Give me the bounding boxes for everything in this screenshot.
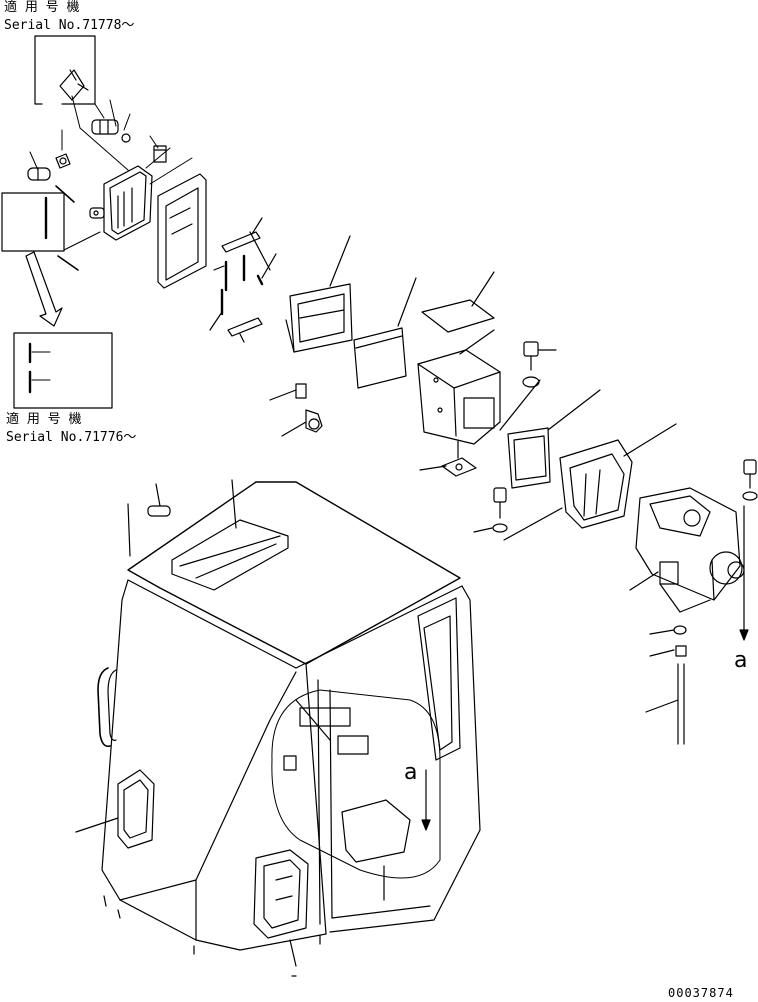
control-bracket [89, 165, 153, 241]
hollow-arrow [25, 251, 63, 327]
clip-screw [269, 383, 323, 437]
nut-rod [645, 625, 687, 745]
bolt-switch [91, 119, 167, 163]
leader-lines-top [29, 95, 193, 185]
bolt-washer-right [499, 341, 557, 431]
bolt-washer-mid [473, 487, 563, 541]
marker-a-right: a [734, 648, 748, 673]
heater-case [417, 329, 501, 445]
nut-bolt-left [27, 153, 71, 181]
rods-left [55, 185, 79, 271]
alternative-box [13, 332, 113, 409]
filter-sheet [421, 271, 495, 333]
operator-cab [75, 479, 481, 967]
filter-frame [285, 235, 353, 353]
applicability-label-top: 適 用 号 機 [4, 0, 80, 15]
bolt-washer-far-right [739, 459, 758, 641]
marker-a-cab: a [404, 760, 418, 785]
frame-gasket [507, 389, 601, 489]
cover-plate [157, 173, 207, 289]
filter-pad [353, 277, 417, 389]
applicability-label-middle: 適 用 号 機 [6, 412, 82, 427]
gasket-strips [209, 217, 277, 343]
drawing-number: 00037874 [668, 986, 734, 1000]
serial-label-middle: Serial No.71776～ [6, 430, 137, 445]
blower-unit [559, 423, 677, 529]
serial-label-top: Serial No.71778～ [4, 18, 135, 33]
washer-plate [419, 439, 477, 477]
serial-bracket-top [34, 35, 96, 105]
fan-motor-unit [629, 487, 745, 613]
wire-tag [59, 69, 89, 101]
selector-box [1, 192, 101, 252]
